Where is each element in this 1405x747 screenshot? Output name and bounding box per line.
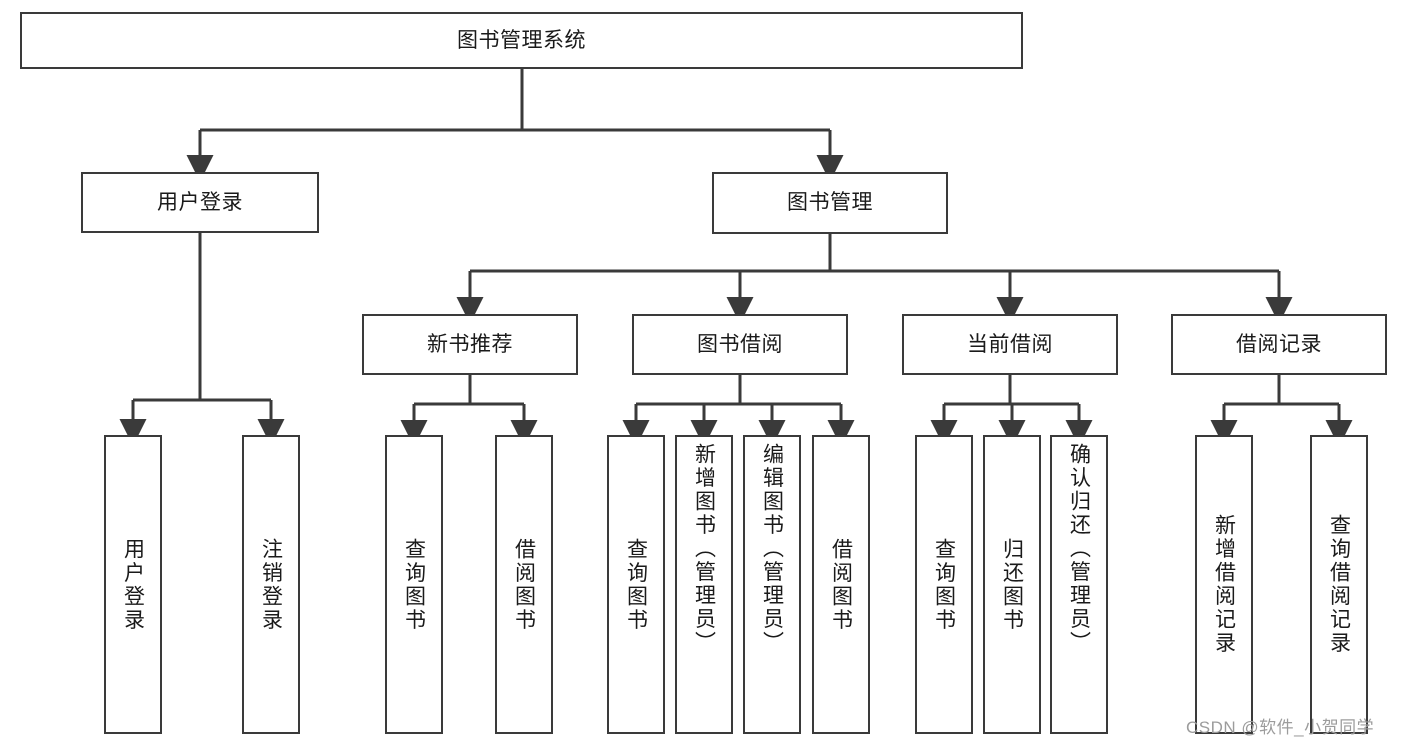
- node-root-system[interactable]: 图书管理系统: [20, 12, 1023, 69]
- node-label: 新增图书（管理员）: [692, 443, 716, 655]
- leaf-query-book-borrow[interactable]: 查询图书: [607, 435, 665, 734]
- leaf-return-book[interactable]: 归还图书: [983, 435, 1041, 734]
- leaf-add-borrow-record[interactable]: 新增借阅记录: [1195, 435, 1253, 734]
- node-current-borrow[interactable]: 当前借阅: [902, 314, 1118, 375]
- node-label: 查询图书: [624, 537, 648, 632]
- node-label: 借阅图书: [512, 537, 536, 632]
- leaf-query-borrow-record[interactable]: 查询借阅记录: [1310, 435, 1368, 734]
- node-new-book-recommend[interactable]: 新书推荐: [362, 314, 578, 375]
- node-label: 图书管理系统: [457, 28, 586, 52]
- leaf-user-login[interactable]: 用户登录: [104, 435, 162, 734]
- node-label: 图书管理: [787, 191, 873, 215]
- leaf-add-book-admin[interactable]: 新增图书（管理员）: [675, 435, 733, 734]
- leaf-confirm-return-admin[interactable]: 确认归还（管理员）: [1050, 435, 1108, 734]
- leaf-logout-login[interactable]: 注销登录: [242, 435, 300, 734]
- leaf-borrow-book[interactable]: 借阅图书: [812, 435, 870, 734]
- node-label: 图书借阅: [697, 332, 783, 356]
- leaf-edit-book-admin[interactable]: 编辑图书（管理员）: [743, 435, 801, 734]
- leaf-query-book-current[interactable]: 查询图书: [915, 435, 973, 734]
- node-user-login[interactable]: 用户登录: [81, 172, 319, 233]
- node-label: 确认归还（管理员）: [1067, 443, 1091, 655]
- node-label: 归还图书: [1000, 537, 1024, 632]
- node-borrow-record[interactable]: 借阅记录: [1171, 314, 1387, 375]
- node-label: 借阅图书: [829, 537, 853, 632]
- node-label: 查询图书: [402, 537, 426, 632]
- node-label: 新增借阅记录: [1212, 514, 1236, 655]
- node-book-borrow[interactable]: 图书借阅: [632, 314, 848, 375]
- node-label: 借阅记录: [1236, 332, 1322, 356]
- node-label: 新书推荐: [427, 332, 513, 356]
- leaf-borrow-book-recommend[interactable]: 借阅图书: [495, 435, 553, 734]
- csdn-watermark: CSDN @软件_小贺同学: [1186, 718, 1375, 737]
- node-label: 编辑图书（管理员）: [760, 443, 784, 655]
- node-label: 查询图书: [932, 537, 956, 632]
- node-label: 注销登录: [259, 537, 283, 632]
- node-label: 用户登录: [121, 537, 145, 632]
- node-label: 用户登录: [157, 190, 243, 214]
- leaf-query-book-recommend[interactable]: 查询图书: [385, 435, 443, 734]
- node-label: 当前借阅: [967, 332, 1053, 356]
- node-book-management[interactable]: 图书管理: [712, 172, 948, 234]
- node-label: 查询借阅记录: [1327, 514, 1351, 655]
